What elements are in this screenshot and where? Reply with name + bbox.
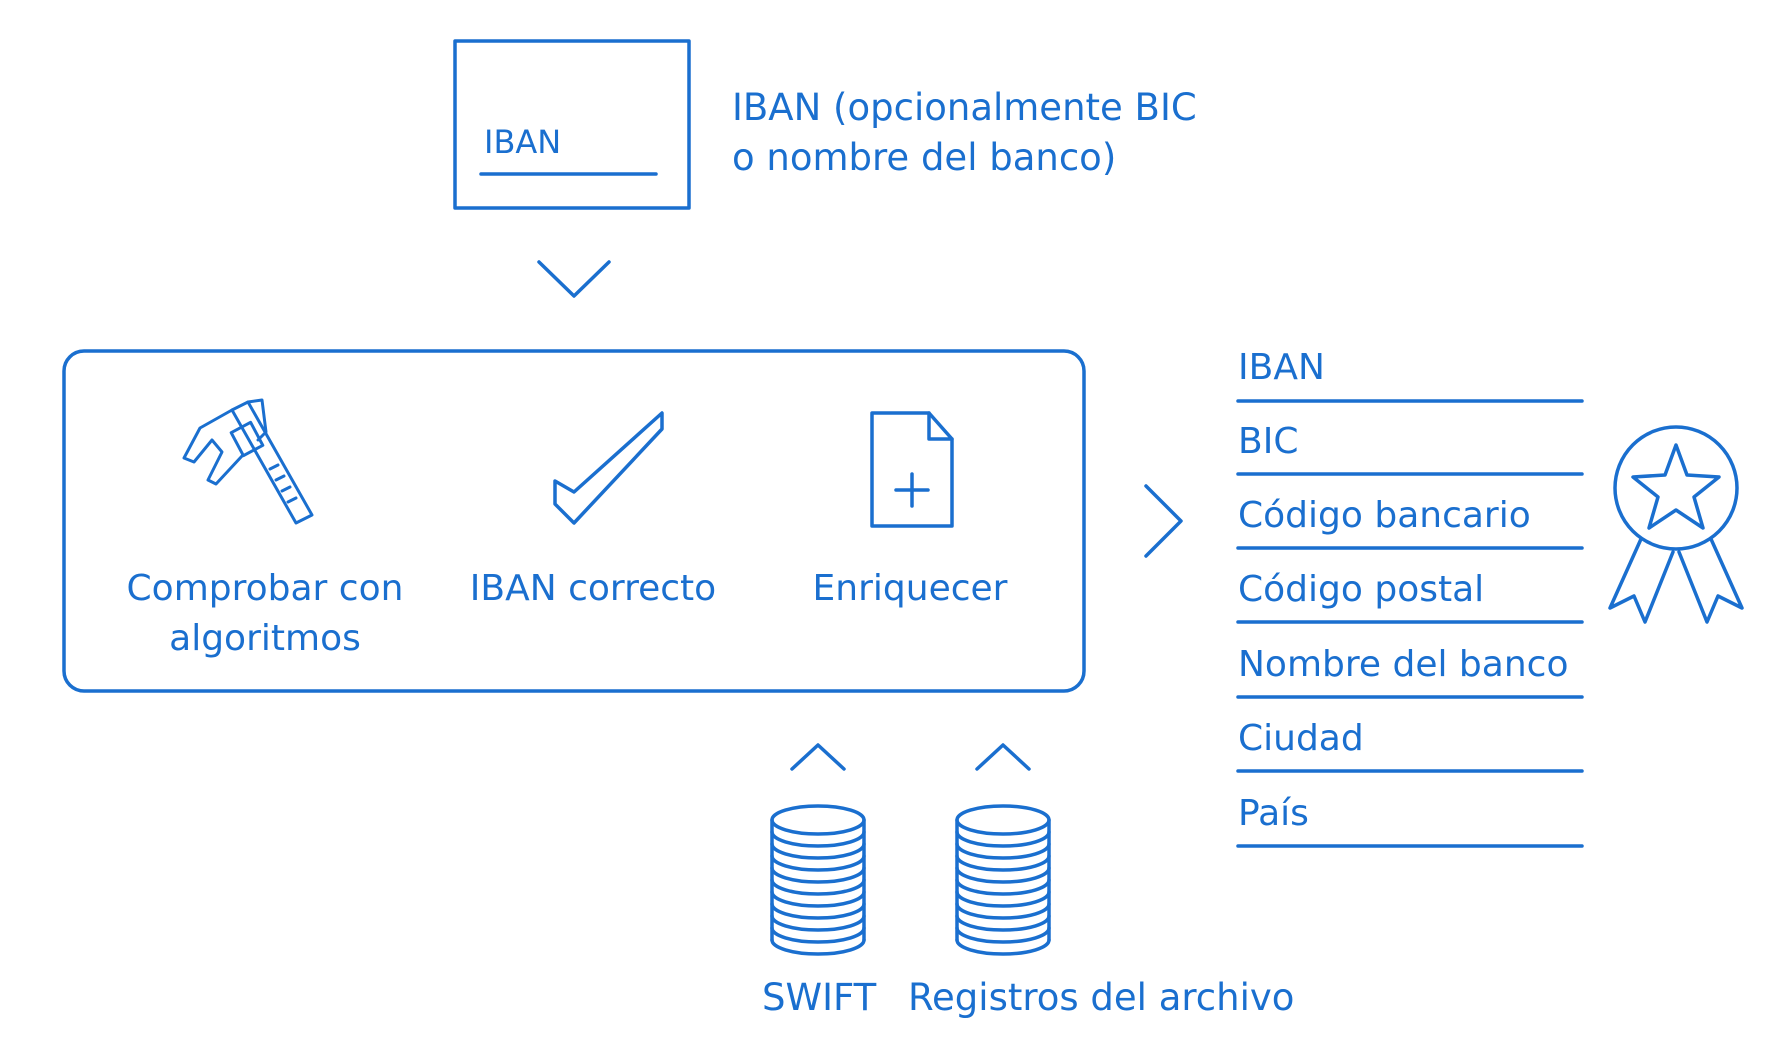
output-field-bank-code: Código bancario [1238,495,1531,536]
database-icon [955,804,1051,956]
output-field-country: País [1238,793,1309,834]
input-description-line1: IBAN (opcionalmente BIC [732,86,1197,129]
step-label-enrich: Enriquecer [812,568,1008,609]
database-disc [955,842,1051,860]
checkmark-icon [553,411,664,525]
database-icon [770,804,866,956]
database-disc [955,804,1051,836]
chevron-down-icon [537,260,611,298]
output-field-lines [1236,399,1584,848]
caliper-icon [182,398,314,525]
output-field-iban: IBAN [1238,347,1325,388]
database-disc [955,902,1051,920]
step-label-iban-correct: IBAN correcto [469,568,717,609]
database-disc [770,804,866,836]
input-description-line2: o nombre del banco) [732,136,1117,179]
database-disc [955,914,1051,932]
step-label-check-algorithms: Comprobar con algoritmos [126,568,404,659]
output-field-bic: BIC [1238,421,1299,462]
output-field-bank-name: Nombre del banco [1238,644,1569,685]
process-box [62,349,1086,693]
award-ribbon-icon [1608,425,1744,624]
database-disc [770,914,866,932]
database-disc [770,890,866,908]
database-disc [955,890,1051,908]
database-disc [955,854,1051,872]
database-disc [770,830,866,848]
database-disc [955,878,1051,896]
database-disc [770,854,866,872]
database-disc [770,926,866,944]
source-label-registros: Registros del archivo [908,976,1295,1019]
iban-input-card [453,39,691,210]
chevron-right-icon [1144,484,1183,558]
chevron-up-icon [975,743,1031,771]
database-disc [770,842,866,860]
database-disc [770,866,866,884]
database-disc [770,878,866,896]
output-field-city: Ciudad [1238,718,1364,759]
add-document-icon [870,411,954,528]
iban-input-label: IBAN [484,123,562,161]
database-disc [770,902,866,920]
database-disc [955,866,1051,884]
database-disc [955,926,1051,944]
chevron-up-icon [790,743,846,771]
database-disc [955,830,1051,848]
source-label-swift: SWIFT [762,976,877,1019]
database-disc [770,938,866,956]
output-field-postal-code: Código postal [1238,569,1485,610]
database-disc [955,938,1051,956]
